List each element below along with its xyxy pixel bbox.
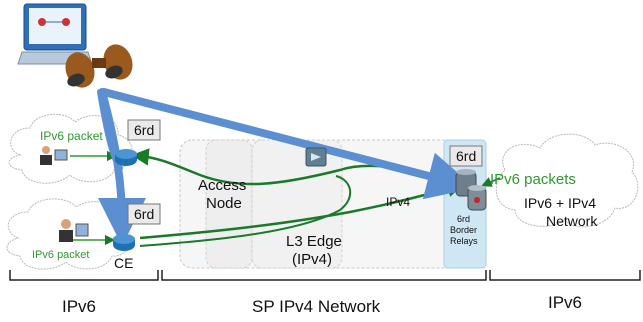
tag-6rd-border-box: [449, 145, 483, 167]
ipv6-ipv4-network-label-2: Network: [546, 213, 598, 229]
blue-arrow-to-relay: [100, 88, 476, 200]
user-computer-icon: [40, 146, 68, 165]
ipv6-ipv4-network-cloud: [495, 133, 639, 228]
router-icon: [115, 149, 137, 166]
green-loop: [139, 175, 351, 247]
ipv6-ipv4-network-label-1: IPv6 + IPv4: [524, 195, 596, 211]
ipv6-packet-bottom-label: IPv6 packet: [32, 249, 89, 261]
access-node-label-1: Access: [198, 177, 246, 194]
ipv6-packet-top-label: IPv6 packet: [40, 129, 103, 143]
bottom-sp-ipv4-network: SP IPv4 Network: [252, 297, 381, 316]
router-icon: [113, 234, 135, 251]
green-arrow-relay-out: [481, 177, 501, 187]
border-relays-label-3: Relays: [450, 236, 478, 246]
tag-6rd-mid: 6rd: [134, 206, 154, 222]
bottom-right-ipv6: IPv6: [548, 293, 582, 312]
relay-server-icon: [455, 169, 487, 211]
binoculars-icon: [65, 44, 133, 88]
border-relays-label-1: 6rd: [457, 214, 470, 224]
access-node-label-2: Node: [206, 195, 242, 212]
l3-edge-label-1: L3 Edge: [286, 233, 342, 250]
user-computer-icon: [59, 219, 89, 242]
switch-icon: [305, 147, 327, 167]
bottom-left-ipv6: IPv6: [62, 297, 96, 316]
tag-6rd-top: 6rd: [134, 122, 154, 138]
ipv6-packets-right-label: IPv6 packets: [490, 171, 576, 188]
tag-6rd-top-box: [127, 119, 161, 141]
blue-arrow-to-top-router: [97, 89, 123, 171]
tag-6rd-mid-box: [127, 203, 161, 225]
bottom-brackets: [9, 270, 641, 281]
tag-6rd-border: 6rd: [456, 148, 476, 164]
border-relays-label-2: Border: [450, 225, 477, 235]
ipv4-cloud-label: IPv4: [386, 195, 410, 209]
l3-edge-label-2: (IPv4): [292, 251, 332, 268]
ce-label: CE: [114, 255, 133, 271]
